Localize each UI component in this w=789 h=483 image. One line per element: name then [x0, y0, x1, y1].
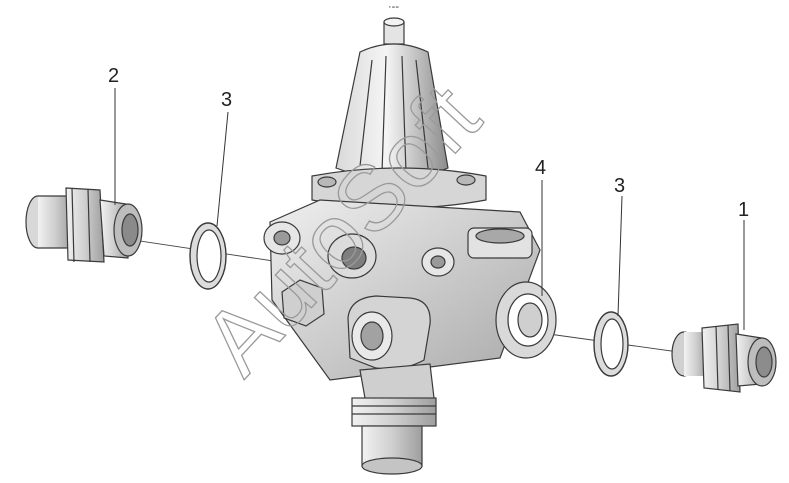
part-4-valve-body: [263, 17, 557, 475]
leader-lines: [114, 88, 745, 330]
part-3-seal-ring-right: [593, 311, 629, 377]
part-2-fitting: [25, 187, 143, 263]
callout-3-left: 3: [221, 89, 232, 111]
callout-2: 2: [108, 65, 119, 87]
top-mark: ·--: [388, 1, 399, 13]
callout-1: 1: [738, 199, 749, 221]
part-1-fitting: [671, 323, 777, 393]
callout-4: 4: [535, 157, 546, 179]
part-3-seal-ring-left: [189, 222, 227, 290]
callout-3-right: 3: [614, 175, 625, 197]
